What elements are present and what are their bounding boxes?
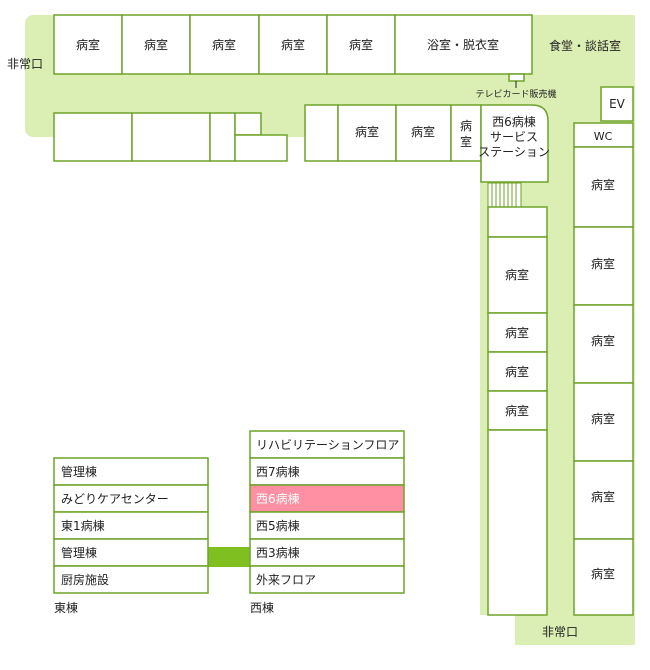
right-col-room-5 <box>573 460 634 540</box>
east-item-2[interactable] <box>53 484 209 513</box>
room-top-5-label: 病室 <box>349 37 373 52</box>
stairs <box>487 182 522 208</box>
east-item-4-label: 管理棟 <box>61 545 97 560</box>
right-col-room-2-label: 病室 <box>591 256 615 271</box>
right-col-room-6-label: 病室 <box>591 566 615 581</box>
right-col-room-6 <box>573 538 634 616</box>
room-top-4 <box>258 14 328 75</box>
center-col-room-4 <box>487 390 548 431</box>
east-item-5-label: 厨房施設 <box>61 572 109 587</box>
west-item-5[interactable] <box>249 538 405 567</box>
center-col-room-3-label: 病室 <box>505 364 529 379</box>
west-item-4-label: 西5病棟 <box>256 518 300 533</box>
dining-label: 食堂・談話室 <box>549 38 621 53</box>
east-item-1-label: 管理棟 <box>61 464 97 479</box>
room-top-1 <box>53 14 123 75</box>
west-item-1[interactable] <box>249 430 405 459</box>
right-col-room-3-label: 病室 <box>591 333 615 348</box>
right-col-room-4-label: 病室 <box>591 411 615 426</box>
room-left-mid-4 <box>234 112 262 136</box>
east-building-label: 東棟 <box>54 600 78 615</box>
east-item-3[interactable] <box>53 511 209 540</box>
room-mid-narrow <box>450 104 482 162</box>
wc-label: WC <box>594 130 613 143</box>
west-item-6-label: 外来フロア <box>256 573 316 587</box>
east-item-2-label: みどりケアセンター <box>61 492 169 506</box>
room-top-2 <box>121 14 191 75</box>
room-top-5 <box>326 14 396 75</box>
center-col-room-3 <box>487 351 548 392</box>
room-top-3-label: 病室 <box>212 37 236 52</box>
room-top-2-label: 病室 <box>144 37 168 52</box>
center-col-bottom <box>487 429 548 616</box>
room-top-4-label: 病室 <box>281 37 305 52</box>
room-mid-1-label: 病室 <box>355 124 379 139</box>
west-item-1-label: リハビリテーションフロア <box>256 438 399 452</box>
center-col-room-4-label: 病室 <box>505 403 529 418</box>
center-col-room-2 <box>487 312 548 353</box>
station-label-1: 西6病棟 <box>492 114 536 129</box>
telecard-label: テレビカード販売機 <box>475 88 556 100</box>
telecard-machine <box>508 73 525 82</box>
exit-bottom-label: 非常口 <box>542 625 578 639</box>
east-item-5[interactable] <box>53 565 209 594</box>
room-mid-2-label: 病室 <box>411 124 435 139</box>
right-col-room-4 <box>573 382 634 462</box>
room-left-mid-1 <box>53 112 133 162</box>
bath-room <box>394 14 533 75</box>
bath-label: 浴室・脱衣室 <box>427 37 499 52</box>
right-col-room-1 <box>573 146 634 228</box>
room-mid-2 <box>395 104 452 162</box>
west-building-label: 西棟 <box>250 600 274 615</box>
room-mid-small <box>304 104 339 162</box>
corridor-bottom-exit <box>515 615 635 645</box>
wc-room <box>573 122 634 148</box>
east-item-1[interactable] <box>53 457 209 486</box>
ev-label: EV <box>609 97 626 111</box>
building-connector <box>208 547 250 567</box>
exit-left-label: 非常口 <box>7 57 43 71</box>
station-label-3: ステーション <box>478 145 550 159</box>
right-col-room-3 <box>573 304 634 384</box>
west-item-6[interactable] <box>249 565 405 594</box>
room-narrow-label-1: 病 <box>460 118 472 133</box>
room-left-mid-3 <box>209 112 236 162</box>
room-left-mid-5 <box>234 134 288 162</box>
station-label-2: サービス <box>490 130 538 144</box>
center-col-room-1-label: 病室 <box>505 267 529 282</box>
west-item-3[interactable] <box>249 484 405 513</box>
room-left-mid-2 <box>131 112 211 162</box>
room-mid-1 <box>337 104 397 162</box>
west-item-2-label: 西7病棟 <box>256 464 300 479</box>
center-col-room-2-label: 病室 <box>505 325 529 340</box>
west-item-4[interactable] <box>249 511 405 540</box>
center-col-room-1 <box>487 236 548 314</box>
room-narrow-label-2: 室 <box>460 134 472 149</box>
west-item-5-label: 西3病棟 <box>256 545 300 560</box>
east-item-3-label: 東1病棟 <box>61 518 105 533</box>
center-col-top <box>487 206 548 238</box>
room-top-1-label: 病室 <box>76 37 100 52</box>
right-col-room-5-label: 病室 <box>591 489 615 504</box>
ev-room <box>600 86 634 122</box>
west-item-3-label: 西6病棟 <box>256 491 300 506</box>
right-col-room-1-label: 病室 <box>591 177 615 192</box>
service-station <box>480 104 549 183</box>
